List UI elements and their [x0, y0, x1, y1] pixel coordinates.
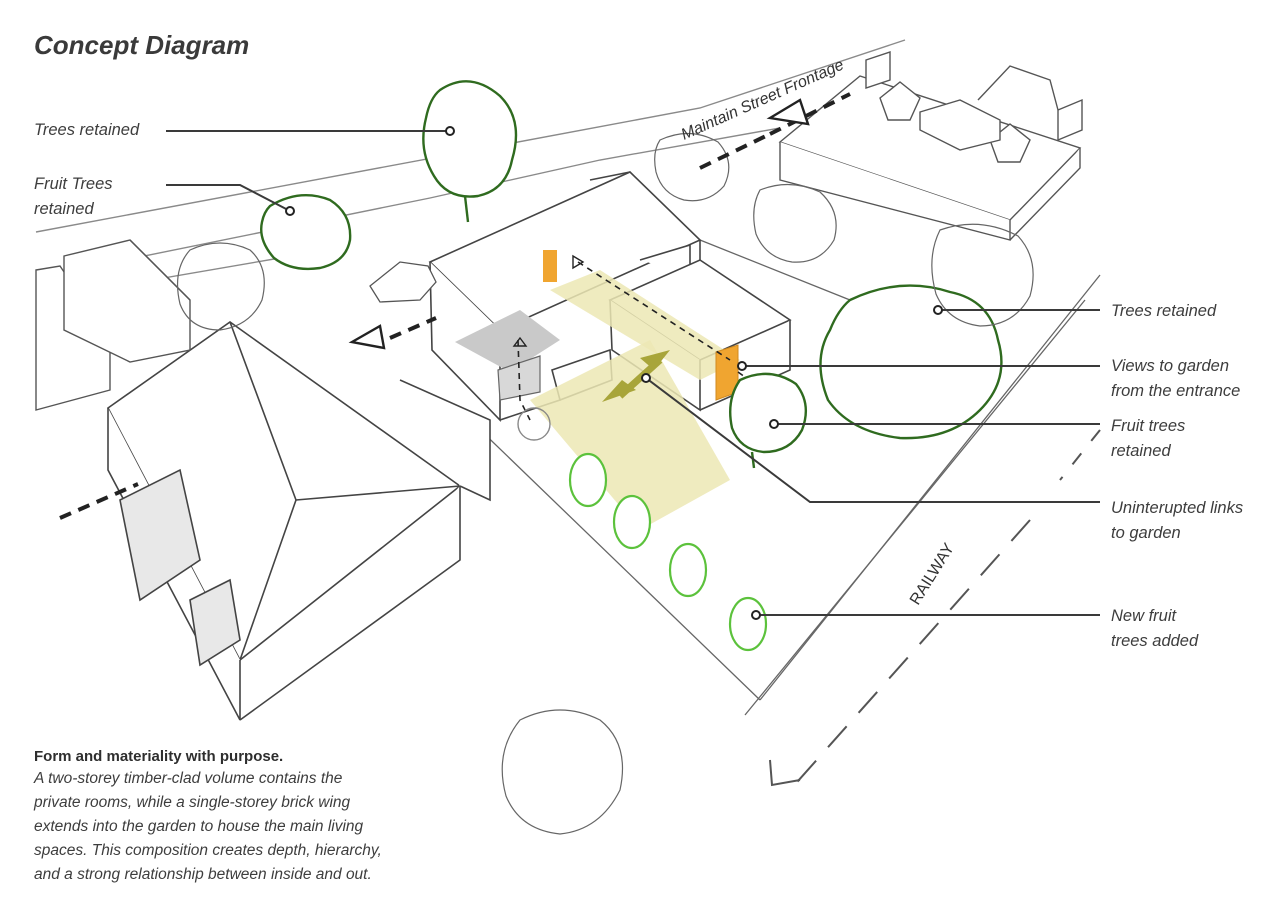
- railway-label: RAILWAY: [907, 540, 958, 608]
- label-trees-retained-right: Trees retained: [1111, 302, 1217, 320]
- description-block: Form and materiality with purpose. A two…: [34, 748, 494, 887]
- label-new-fruit-line1: New fruit: [1111, 607, 1177, 625]
- entrance-shadow: [455, 310, 560, 372]
- label-views-line1: Views to garden: [1111, 357, 1230, 375]
- neighbour-houses-left: [35, 239, 191, 411]
- railway-line: [769, 429, 1101, 791]
- neighbour-house-top-right: [778, 51, 1083, 241]
- leader-lines: [166, 130, 1100, 616]
- label-fruit-right-line2: retained: [1111, 442, 1171, 460]
- sketch-trees: [177, 132, 1034, 835]
- description-line-2: private rooms, while a single-storey bri…: [34, 794, 351, 811]
- description-heading: Form and materiality with purpose.: [34, 748, 284, 765]
- neighbour-house-large: [106, 321, 491, 721]
- entrance-marker-top: [543, 250, 557, 282]
- leader-dots: [285, 126, 943, 620]
- frontage-markers: [59, 92, 851, 520]
- label-fruit-trees-left-line1: Fruit Trees: [34, 175, 113, 193]
- frontage-arrow-top: [766, 98, 810, 126]
- view-lines: [517, 261, 791, 421]
- frontage-arrow-left: [348, 324, 386, 350]
- description-line-4: spaces. This composition creates depth, …: [34, 842, 382, 859]
- label-new-fruit-line2: trees added: [1111, 632, 1199, 650]
- page-title: Concept Diagram: [34, 30, 250, 60]
- view-corridor: [550, 270, 740, 380]
- description-line-1: A two-storey timber-clad volume contains…: [34, 770, 343, 787]
- description-line-5: and a strong relationship between inside…: [34, 866, 372, 883]
- links-arrow: [602, 350, 670, 402]
- label-fruit-trees-left-line2: retained: [34, 200, 94, 218]
- label-links-line2: to garden: [1111, 524, 1181, 542]
- label-views-line2: from the entrance: [1111, 382, 1241, 400]
- description-line-3: extends into the garden to house the mai…: [34, 818, 364, 835]
- garden-highlight: [530, 340, 730, 530]
- retained-trees: [260, 80, 1003, 469]
- label-links-line1: Uninterupted links: [1111, 499, 1244, 517]
- gate-circle: [517, 407, 551, 441]
- boundaries: [469, 239, 1101, 716]
- label-trees-retained-left: Trees retained: [34, 121, 140, 139]
- label-fruit-right-line1: Fruit trees: [1111, 417, 1186, 435]
- car: [369, 261, 437, 303]
